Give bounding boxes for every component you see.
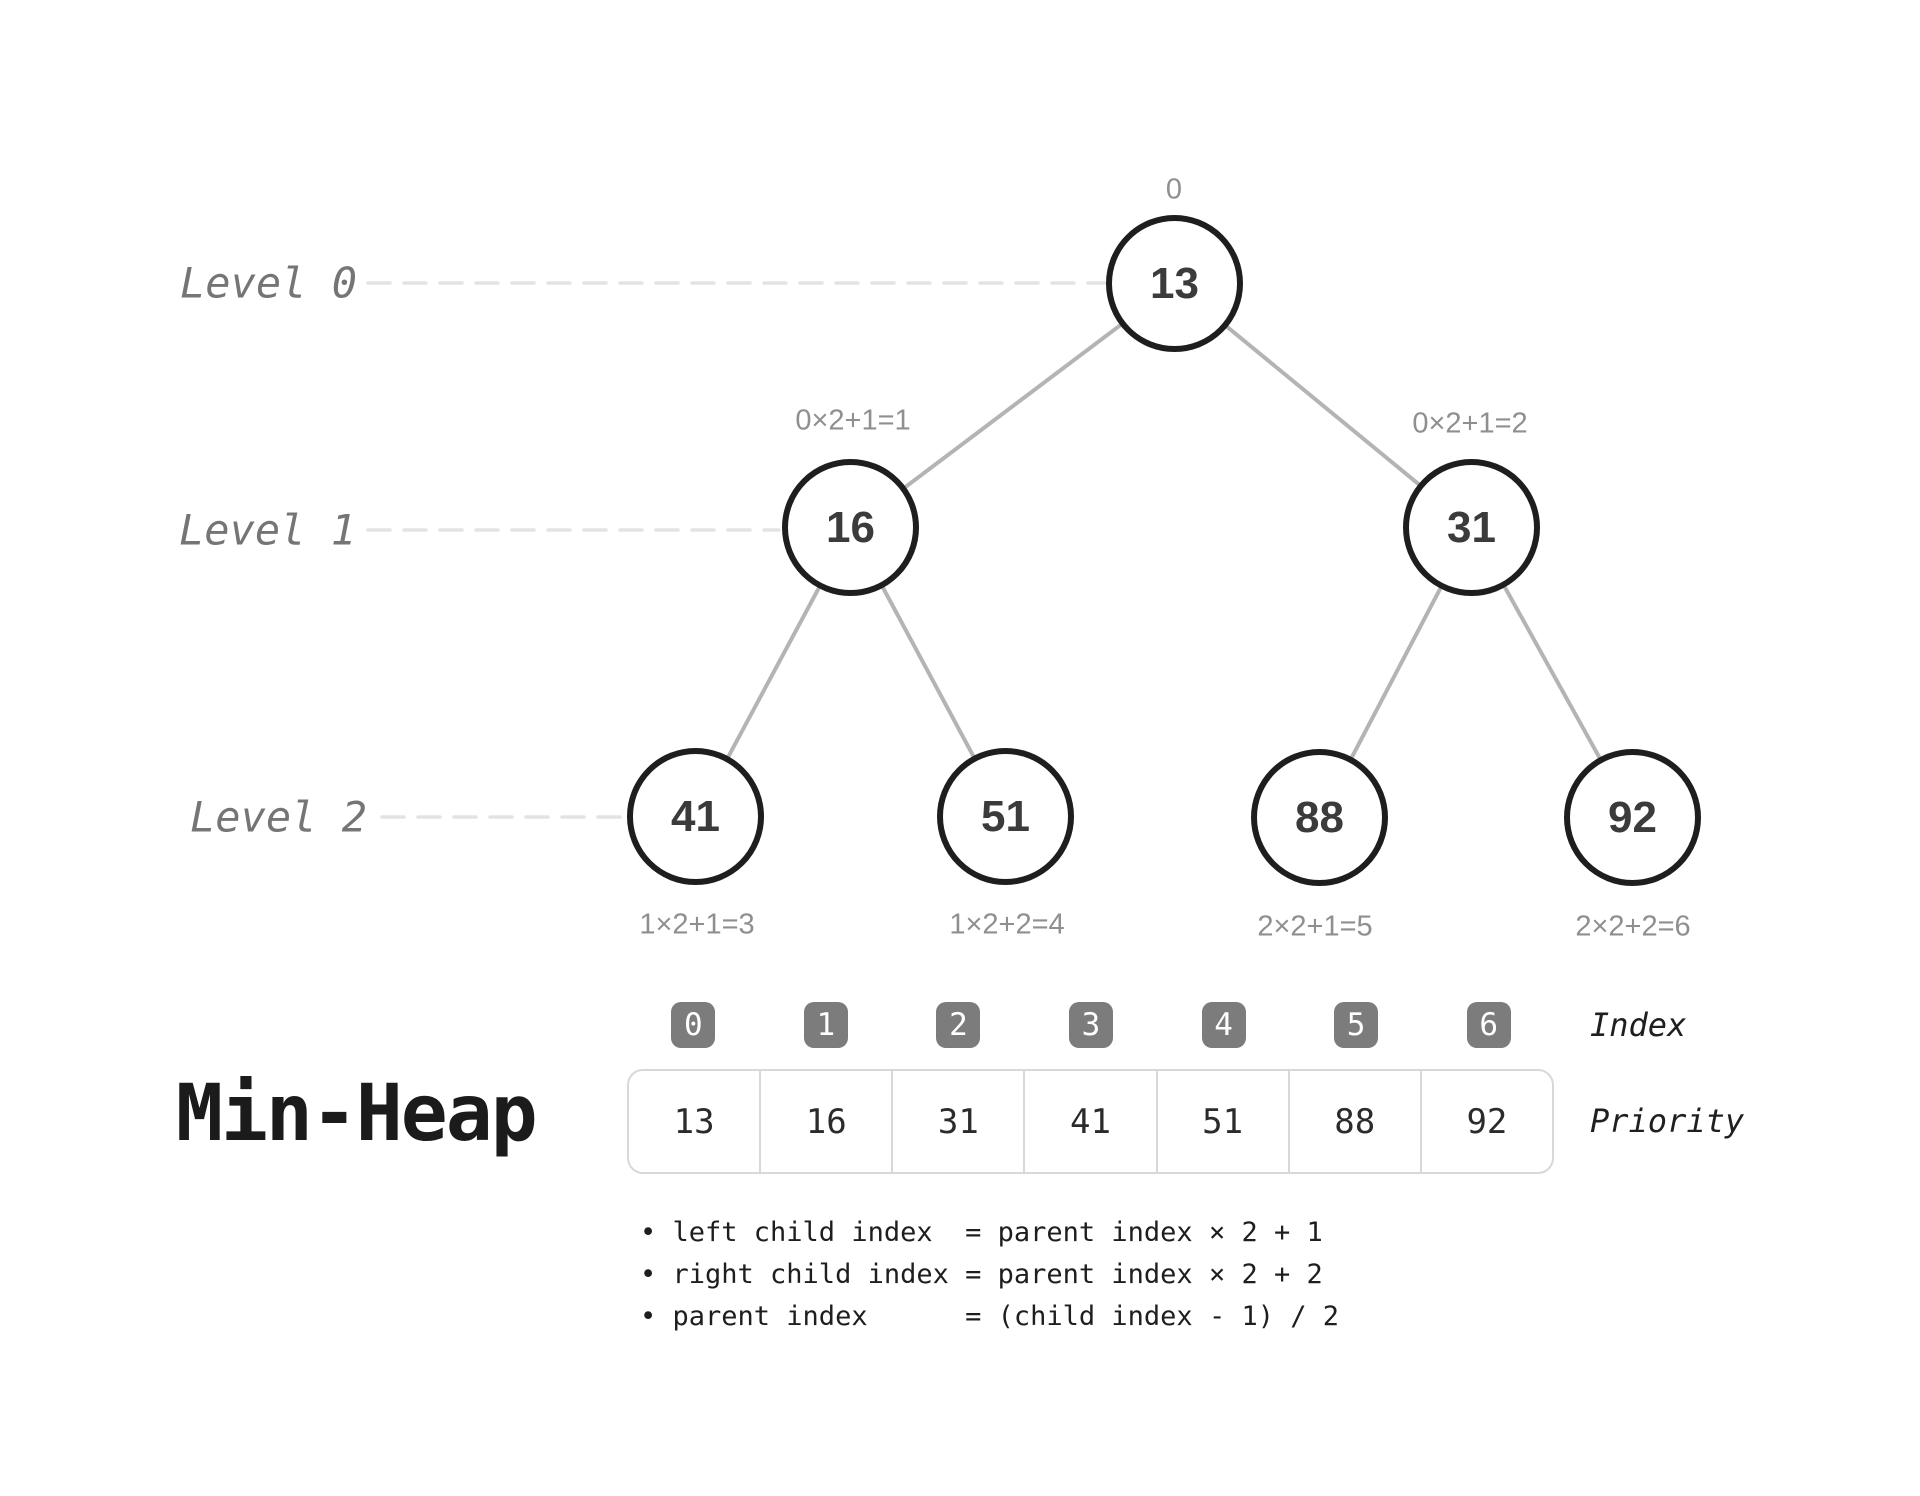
index-badge-cell: 5 xyxy=(1290,1002,1423,1048)
index-badge-4: 4 xyxy=(1201,1002,1246,1048)
level-0-label: Level 0 xyxy=(180,258,358,308)
node-88-index-annotation: 2×2+1=5 xyxy=(1257,910,1373,943)
tree-node-31: 31 xyxy=(1403,459,1540,596)
heap-array-cell-4: 51 xyxy=(1155,1071,1288,1172)
tree-node-16: 16 xyxy=(782,459,919,596)
formula-parent: • parent index = (child index - 1) / 2 xyxy=(640,1301,1339,1332)
heap-array-cell-2: 31 xyxy=(891,1071,1023,1172)
tree-node-41-value: 41 xyxy=(671,791,720,841)
tree-node-13-value: 13 xyxy=(1150,258,1199,308)
heap-array-cell-6: 92 xyxy=(1419,1071,1552,1172)
index-badge-5: 5 xyxy=(1334,1002,1379,1048)
node-92-index-annotation: 2×2+2=6 xyxy=(1575,910,1691,943)
index-badge-cell: 2 xyxy=(892,1002,1025,1048)
index-row-label: Index xyxy=(1590,1006,1687,1044)
index-badge-cell: 0 xyxy=(627,1002,760,1048)
heap-array-cell-1: 16 xyxy=(759,1071,891,1172)
index-badge-cell: 3 xyxy=(1025,1002,1158,1048)
tree-node-51-value: 51 xyxy=(981,791,1030,841)
heap-array-cell-3: 41 xyxy=(1023,1071,1155,1172)
tree-node-92: 92 xyxy=(1564,749,1701,886)
tree-node-51: 51 xyxy=(937,748,1074,885)
level-2-label: Level 2 xyxy=(190,792,368,842)
level-1-label: Level 1 xyxy=(179,505,357,555)
index-formulas: • left child index = parent index × 2 + … xyxy=(640,1212,1339,1338)
index-badge-cell: 6 xyxy=(1422,1002,1555,1048)
tree-node-88: 88 xyxy=(1251,749,1388,886)
tree-node-13: 13 xyxy=(1106,215,1243,352)
tree-node-16-value: 16 xyxy=(826,502,875,552)
index-badge-row: 0 1 2 3 4 5 6 xyxy=(627,1002,1555,1048)
node-41-index-annotation: 1×2+1=3 xyxy=(639,908,755,941)
tree-node-88-value: 88 xyxy=(1295,792,1344,842)
node-51-index-annotation: 1×2+2=4 xyxy=(949,908,1065,941)
formula-left-child: • left child index = parent index × 2 + … xyxy=(640,1217,1323,1248)
priority-row-label: Priority xyxy=(1590,1102,1745,1140)
index-badge-2: 2 xyxy=(936,1002,981,1048)
index-badge-6: 6 xyxy=(1466,1002,1511,1048)
node-31-index-annotation: 0×2+1=2 xyxy=(1412,407,1528,440)
formula-right-child: • right child index = parent index × 2 +… xyxy=(640,1259,1323,1290)
node-16-index-annotation: 0×2+1=1 xyxy=(795,404,911,437)
index-badge-3: 3 xyxy=(1068,1002,1113,1048)
tree-node-92-value: 92 xyxy=(1608,792,1657,842)
node-13-index-annotation: 0 xyxy=(1165,173,1183,206)
index-badge-cell: 1 xyxy=(760,1002,893,1048)
index-badge-0: 0 xyxy=(671,1002,716,1048)
heap-array-cell-5: 88 xyxy=(1287,1071,1420,1172)
tree-node-31-value: 31 xyxy=(1447,502,1496,552)
index-badge-1: 1 xyxy=(803,1002,848,1048)
index-badge-cell: 4 xyxy=(1157,1002,1290,1048)
tree-node-41: 41 xyxy=(627,748,764,885)
page-title: Min-Heap xyxy=(176,1069,538,1159)
heap-array-cell-0: 13 xyxy=(673,1101,715,1142)
heap-array: 13 16 31 41 51 88 92 xyxy=(627,1069,1554,1174)
